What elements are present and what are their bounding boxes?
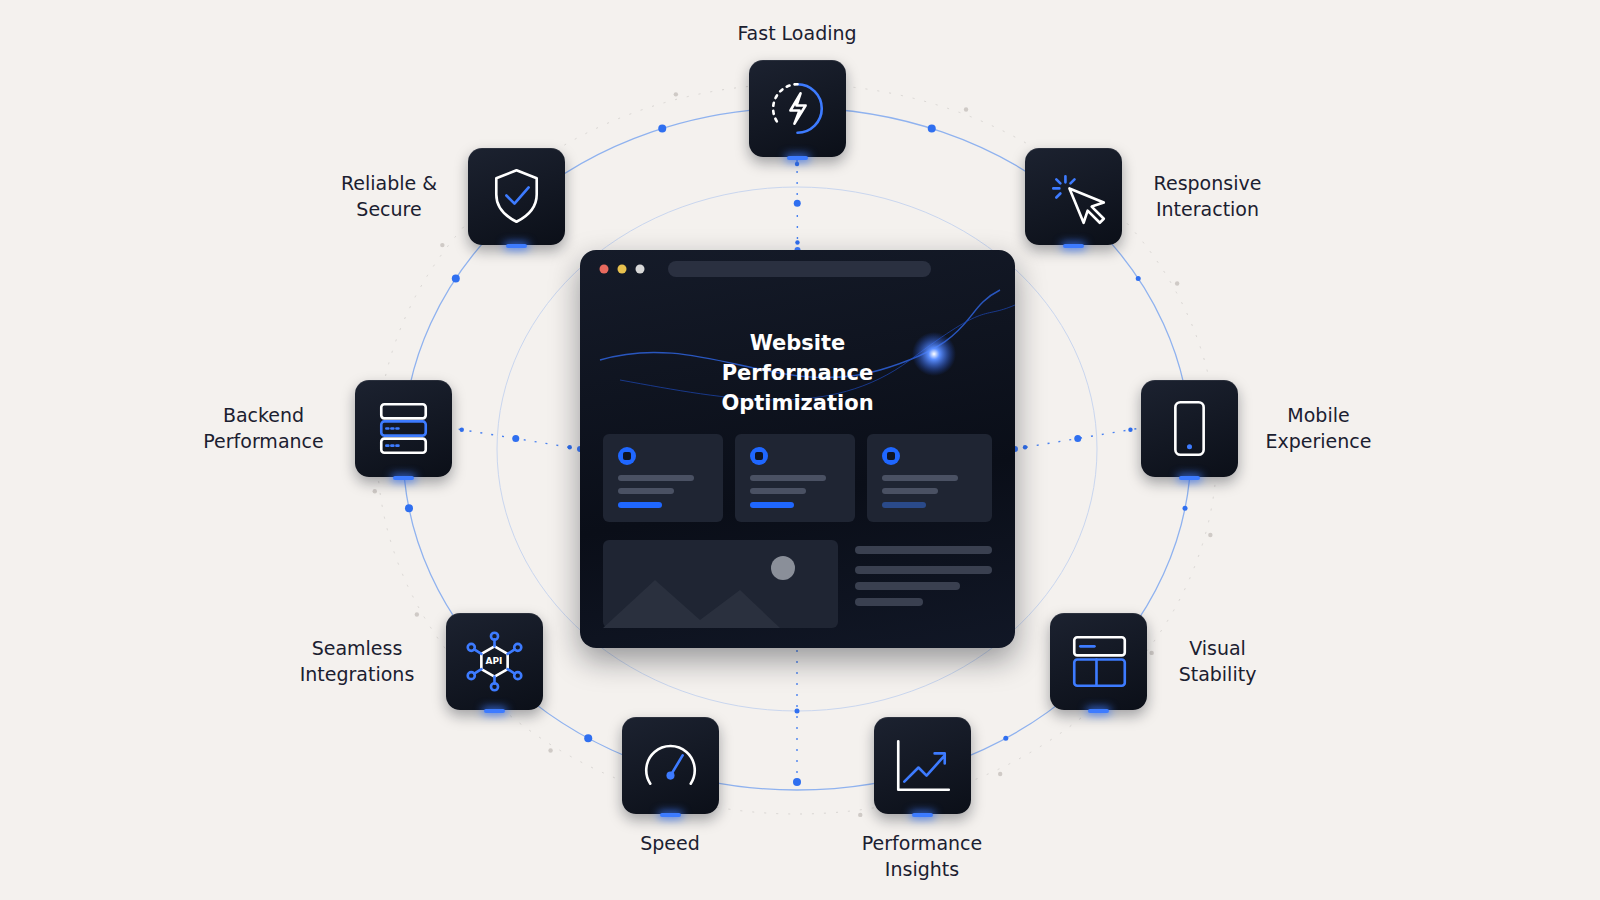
feature-label: Mobile Experience [1264, 402, 1374, 454]
ring-dot [584, 734, 592, 742]
feature-label: Seamless Integrations [295, 635, 420, 687]
tile-glow [787, 156, 808, 160]
feature-tile: Backend Performance [355, 380, 452, 477]
faint-dot [548, 748, 552, 752]
gauge-icon [622, 717, 719, 814]
server-icon [355, 380, 452, 477]
feature-label: Speed [625, 830, 715, 856]
tile-glow [912, 813, 933, 817]
feature-label: Visual Stability [1173, 635, 1263, 687]
tile-glow [393, 476, 414, 480]
layout-icon [1050, 613, 1147, 710]
tile-glow [1179, 476, 1200, 480]
outer-ring [403, 108, 1191, 790]
ring-dot [658, 125, 666, 133]
browser-window: Website Performance Optimization [580, 250, 1015, 648]
faint-dot [998, 772, 1002, 776]
api-label: API [486, 656, 503, 666]
window-mockup [580, 250, 1015, 648]
tile-glow [1088, 709, 1109, 713]
faint-dot [858, 813, 862, 817]
bottom-spoke [796, 650, 797, 782]
window-title: Website Performance Optimization [580, 328, 1015, 418]
dotted-connector [1012, 427, 1141, 452]
spoke-dot [793, 778, 801, 786]
phone-icon [1141, 380, 1238, 477]
faint-dot [1175, 281, 1179, 285]
faint-dot [964, 107, 968, 111]
tile-glow [506, 244, 527, 248]
dotted-connector [452, 427, 584, 452]
faint-dot [674, 92, 678, 96]
shield-icon [468, 148, 565, 245]
chart-icon [874, 717, 971, 814]
tile-glow [1063, 244, 1084, 248]
dotted-connector [794, 157, 801, 254]
tile-glow [660, 813, 681, 817]
faint-dot [1149, 651, 1153, 655]
faint-dot [1208, 533, 1212, 537]
feature-label: Performance Insights [852, 830, 992, 882]
faint-dot [440, 243, 444, 247]
ring-dot [1136, 276, 1141, 281]
feature-tile: Fast Loading [749, 60, 846, 157]
feature-label: Fast Loading [737, 20, 856, 46]
feature-label: Reliable & Secure [337, 170, 442, 222]
faint-dot [415, 612, 419, 616]
inner-ring [497, 187, 1097, 711]
feature-tile: Mobile Experience [1141, 380, 1238, 477]
feature-tile: Speed [622, 717, 719, 814]
ring-dot [1003, 736, 1008, 741]
bolt-icon [749, 60, 846, 157]
feature-tile: APISeamless Integrations [446, 613, 543, 710]
ring-dots [371, 92, 1224, 817]
feature-tile: Reliable & Secure [468, 148, 565, 245]
spoke-dot [795, 709, 800, 714]
feature-tile: Responsive Interaction [1025, 148, 1122, 245]
feature-tile: Visual Stability [1050, 613, 1147, 710]
cursor-icon [1025, 148, 1122, 245]
ring-dot [928, 125, 936, 133]
feature-label: Backend Performance [199, 402, 329, 454]
faint-dot [373, 489, 377, 493]
tile-glow [484, 709, 505, 713]
ring-dot [405, 504, 413, 512]
ring-dot [1183, 506, 1188, 511]
feature-tile: Performance Insights [874, 717, 971, 814]
feature-label: Responsive Interaction [1148, 170, 1268, 222]
faint-ring [377, 84, 1217, 814]
ring-dot [452, 275, 460, 283]
